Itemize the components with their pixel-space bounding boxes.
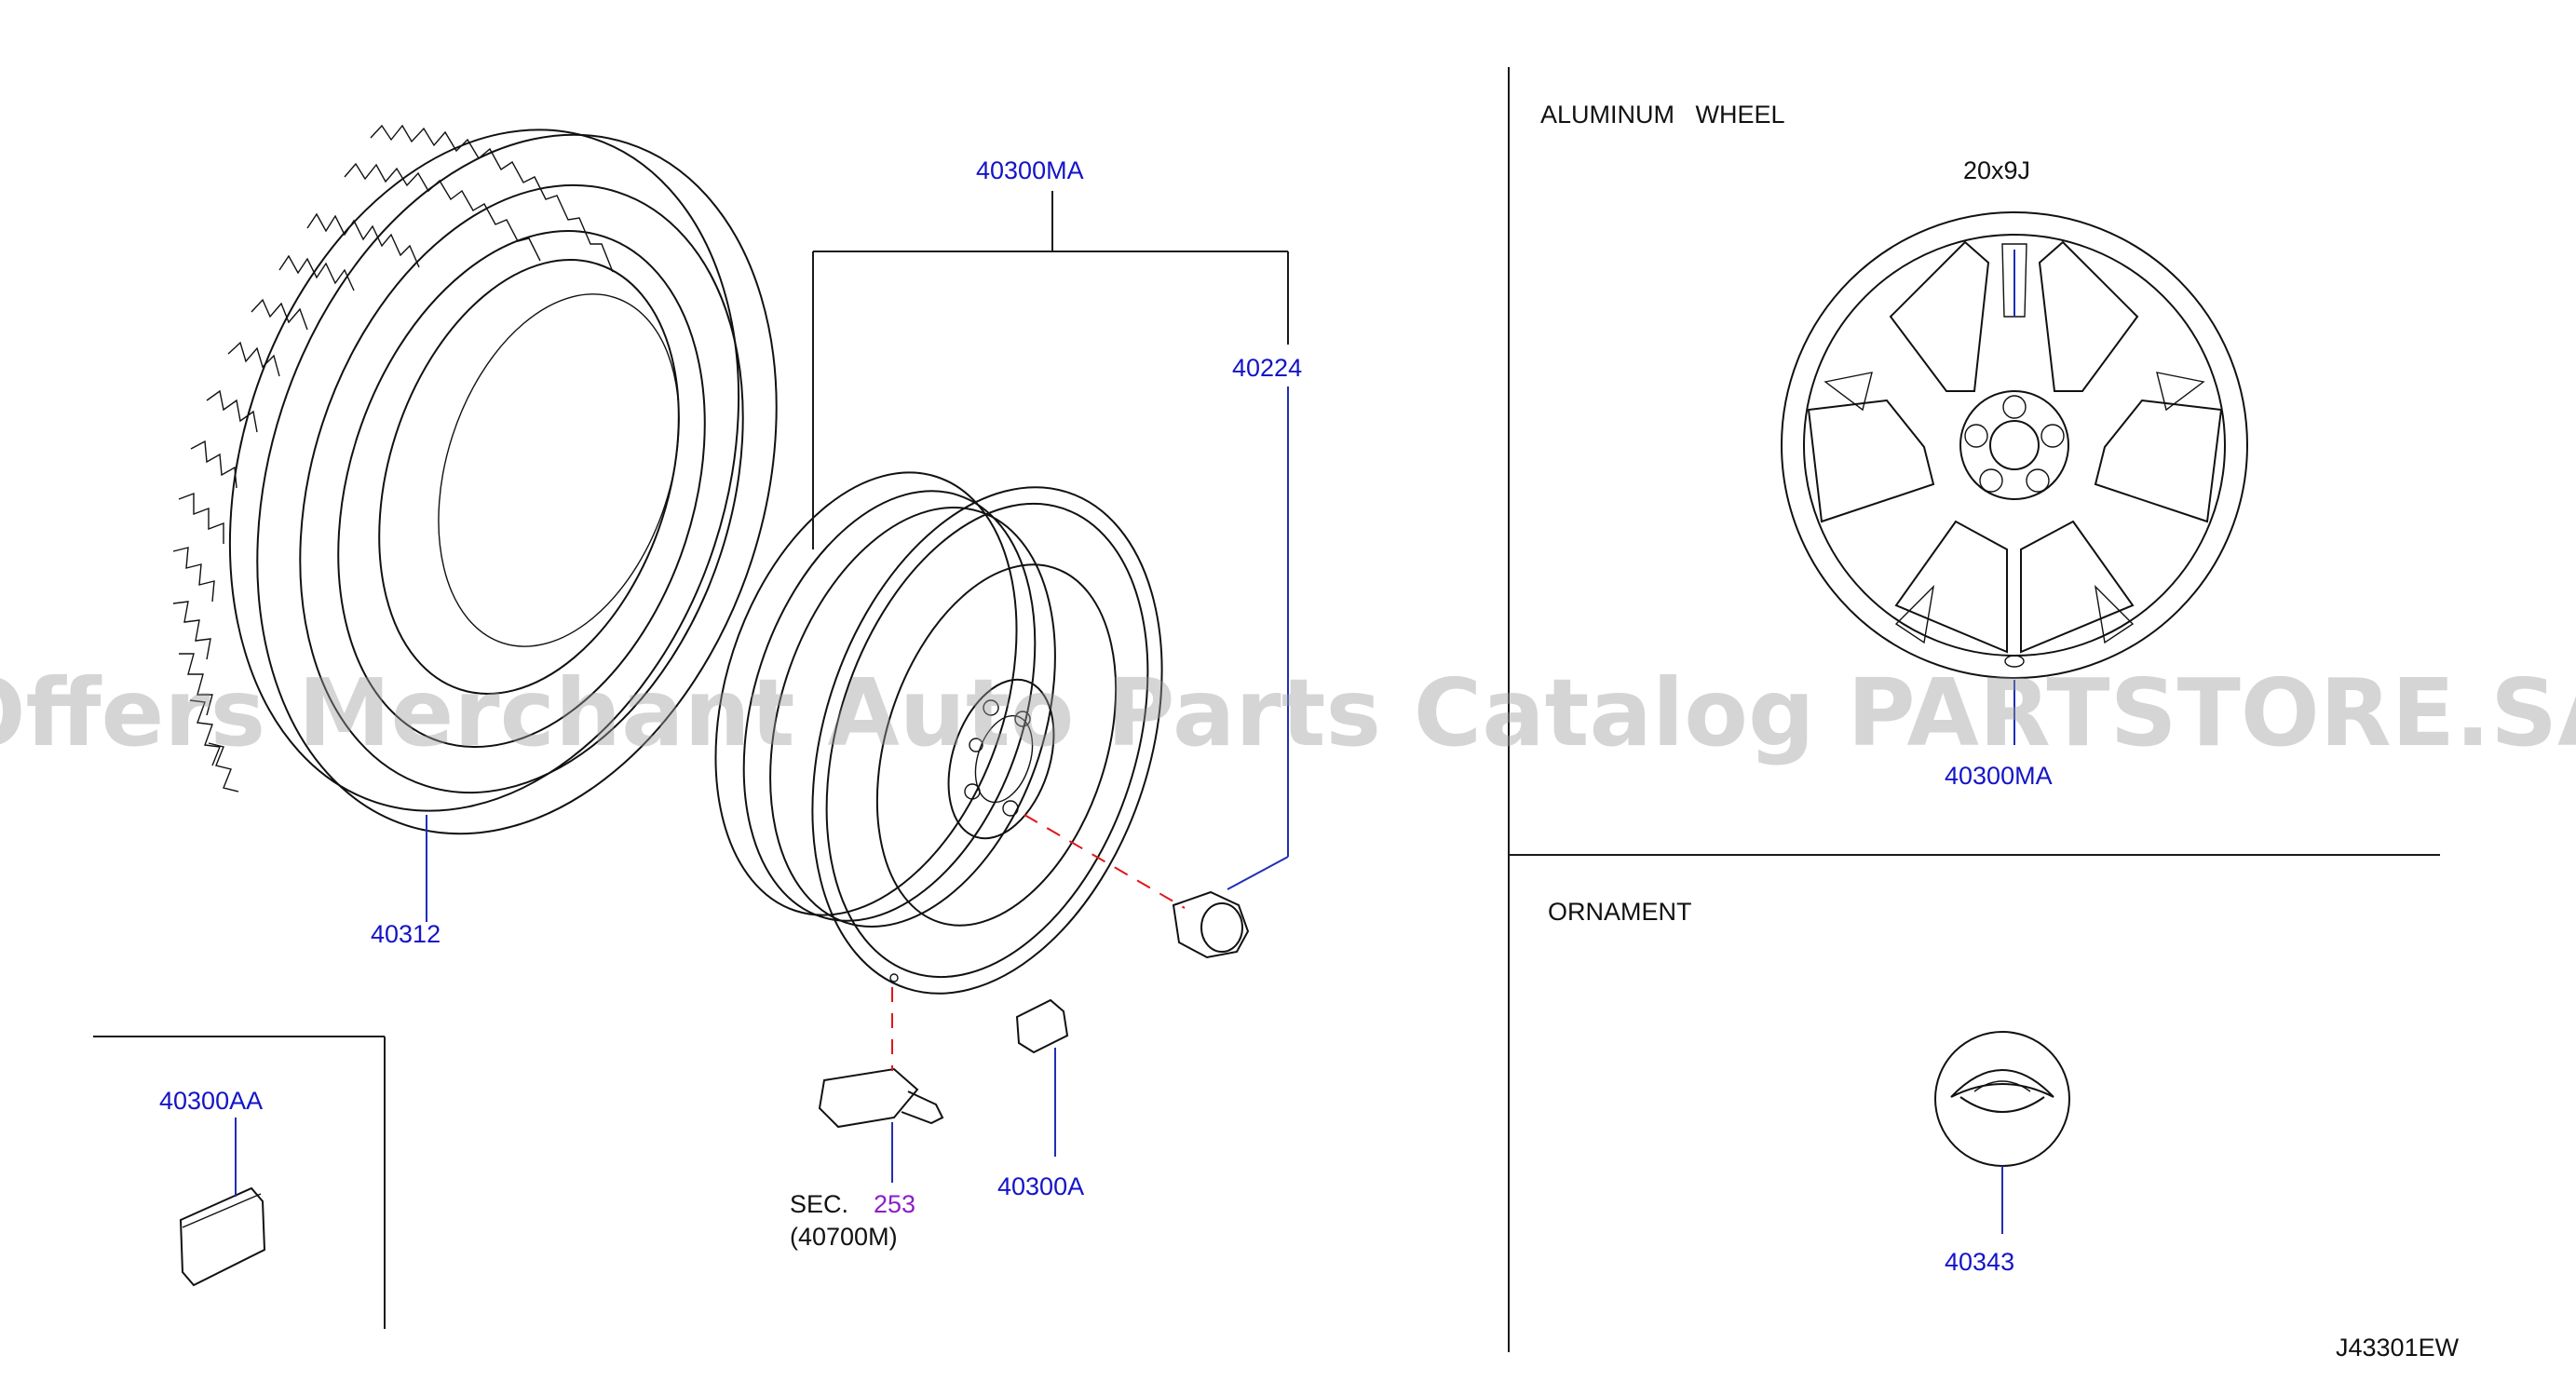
- tread-pattern-2: [344, 162, 541, 262]
- alloy-lug-hole-5: [1964, 424, 1988, 448]
- alloy-spoke-window-4: [2020, 520, 2135, 654]
- alloy-spoke-window-3: [2094, 399, 2223, 523]
- tire-sidewall-ring: [299, 183, 744, 794]
- wheel-disc: [875, 563, 1118, 927]
- tread-pattern-4: [278, 254, 355, 291]
- section-dividers: [93, 67, 2440, 1352]
- alloy-accent-4: [1894, 584, 1935, 644]
- wheel-rim-back: [714, 471, 1018, 916]
- alloy-lug-hole-1: [2002, 395, 2027, 419]
- tire-tread-back: [228, 129, 740, 812]
- dashed-nut-axis: [1024, 814, 1186, 909]
- alloy-lug-hole-3: [2026, 468, 2050, 493]
- callout-tire[interactable]: 40312: [371, 920, 441, 948]
- wheel-bolt-hole-3: [964, 783, 981, 800]
- ornament-logo-lower: [1959, 1096, 2045, 1113]
- valve-hole: [889, 973, 899, 982]
- sensor-sec-link[interactable]: 253: [874, 1190, 915, 1218]
- wheel-size-label: 20x9J: [1963, 156, 2030, 184]
- alloy-accent-3: [2094, 584, 2135, 644]
- tread-pattern-9: [178, 492, 224, 544]
- alloy-accent-2: [2156, 372, 2205, 412]
- alloy-spoke-window-1: [1889, 240, 1990, 392]
- tread-pattern-10: [172, 547, 215, 603]
- callout-nut[interactable]: 40224: [1232, 354, 1302, 382]
- alloy-lug-hole-2: [2040, 424, 2065, 448]
- tread-pattern-8: [190, 440, 237, 489]
- wheel-bolt-hole-5: [969, 738, 983, 752]
- alloy-spoke-window-5: [1894, 520, 2008, 654]
- callout-ornament[interactable]: 40343: [1945, 1248, 2014, 1276]
- balance-weight-edge: [182, 1193, 262, 1228]
- sensor-sec-prefix: SEC.: [790, 1190, 848, 1218]
- alloy-rim-outer: [1781, 211, 2248, 679]
- callout-balance-weight[interactable]: 40300AA: [159, 1087, 263, 1115]
- alloy-accent-5: [2001, 243, 2027, 318]
- alloy-valve-hole: [2004, 655, 2025, 668]
- wheel-rim-front-inner: [825, 502, 1149, 979]
- wheel-bolt-hole-1: [983, 699, 999, 716]
- diagram-code: J43301EW: [2336, 1334, 2460, 1362]
- balance-weight-body: [179, 1186, 266, 1287]
- watermark-text: Offers Merchant Auto Parts Catalog PARTS…: [0, 658, 2576, 767]
- balance-weight-drawing[interactable]: [179, 1186, 266, 1287]
- tire-inner-opening: [378, 259, 680, 695]
- ornament-logo-arc: [1950, 1069, 2054, 1098]
- alloy-accent-1: [1824, 372, 1873, 412]
- tpms-sensor-drawing[interactable]: [818, 1067, 944, 1129]
- wheel-nut-hex: [1172, 890, 1250, 959]
- tread-pattern-5: [251, 298, 308, 331]
- alloy-spoke-window-6: [1807, 399, 1935, 523]
- wheel-bolt-hole-4: [1002, 800, 1019, 817]
- alloy-hub: [1959, 390, 2069, 500]
- leader-nut-diagonal: [1227, 856, 1289, 890]
- tread-pattern-3: [306, 212, 420, 268]
- tread-pattern-12: [179, 653, 213, 716]
- ornament-cap: [1934, 1031, 2070, 1167]
- tread-pattern-6: [227, 341, 280, 377]
- wheel-barrel-ring-1: [742, 490, 1037, 922]
- sensor-sub-label: (40700M): [790, 1223, 898, 1251]
- callout-balance-clip[interactable]: 40300A: [997, 1172, 1084, 1200]
- wheel-bolt-hole-2: [1014, 711, 1031, 727]
- leader-lines: [235, 191, 2015, 1234]
- ornament-logo-inner: [1973, 1080, 2031, 1092]
- steel-wheel-drawing[interactable]: [663, 434, 1223, 1039]
- alloy-spoke-window-2: [2038, 240, 2139, 392]
- tire-inner-far-bead: [438, 293, 680, 647]
- aluminum-wheel-drawing[interactable]: [1781, 211, 2248, 679]
- tread-pattern-7: [206, 389, 258, 433]
- tread-pattern-1: [370, 124, 614, 273]
- tread-pattern-11: [172, 601, 211, 660]
- wheel-nut-drawing[interactable]: [1172, 890, 1250, 959]
- tpms-valve-stem: [901, 1091, 944, 1125]
- aluminum-wheel-title: ALUMINUM WHEEL: [1540, 101, 1785, 129]
- tread-pattern-13: [189, 699, 221, 766]
- tread-pattern-14: [208, 742, 239, 793]
- labels: ALUMINUM WHEEL 20x9J ORNAMENT 40312 4030…: [0, 101, 2576, 1362]
- tpms-sensor-body: [818, 1067, 919, 1129]
- tire-drawing[interactable]: [146, 63, 862, 901]
- wheel-rim-front-outer: [811, 486, 1163, 995]
- balance-clip-drawing[interactable]: [1015, 998, 1069, 1054]
- ornament-title: ORNAMENT: [1548, 898, 1692, 926]
- balance-clip-body: [1015, 998, 1069, 1054]
- callout-aluminum-wheel[interactable]: 40300MA: [1945, 762, 2053, 790]
- alloy-lug-hole-4: [1979, 468, 2003, 493]
- tire-bead-outer: [337, 229, 706, 749]
- alloy-center-bore: [1989, 420, 2040, 470]
- wheel-nut-cap: [1200, 902, 1243, 953]
- ornament-drawing[interactable]: [1934, 1031, 2070, 1167]
- callout-wheel-assembly[interactable]: 40300MA: [976, 156, 1084, 184]
- tire-outer-sidewall: [256, 133, 778, 835]
- wheel-barrel-ring-2: [769, 507, 1056, 928]
- wheel-hub: [947, 678, 1055, 840]
